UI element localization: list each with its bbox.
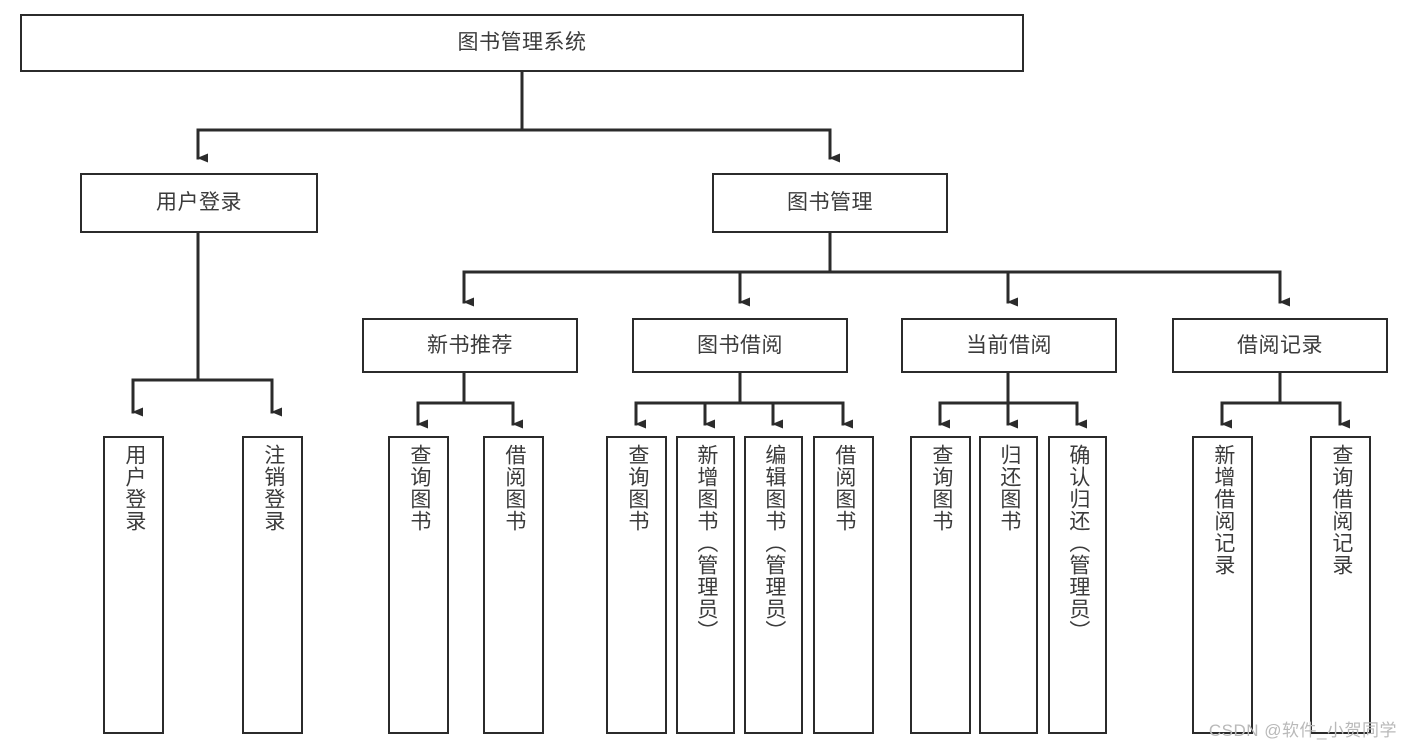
leaf-current-borrow-query-book[interactable]: 查询图书 — [910, 436, 971, 734]
node-label: 用户登录 — [156, 191, 242, 215]
leaf-current-borrow-confirm-return[interactable]: 确认归还（管理员） — [1048, 436, 1107, 734]
leaf-label: 归还图书 — [997, 444, 1021, 532]
leaf-label: 查询图书 — [407, 444, 431, 532]
leaf-label: 编辑图书（管理员） — [762, 444, 786, 642]
node-label: 图书借阅 — [697, 333, 783, 357]
leaf-book-borrow-add-book[interactable]: 新增图书（管理员） — [676, 436, 735, 734]
leaf-label: 查询图书 — [625, 444, 649, 532]
leaf-label: 借阅图书 — [502, 444, 526, 532]
node-user-login[interactable]: 用户登录 — [80, 173, 318, 233]
leaf-book-borrow-query-book[interactable]: 查询图书 — [606, 436, 667, 734]
leaf-new-book-borrow-book[interactable]: 借阅图书 — [483, 436, 544, 734]
node-new-book-recommend[interactable]: 新书推荐 — [362, 318, 578, 373]
node-label: 图书管理系统 — [457, 31, 587, 55]
leaf-book-borrow-borrow-book[interactable]: 借阅图书 — [813, 436, 874, 734]
leaf-label: 确认归还（管理员） — [1066, 444, 1090, 642]
node-current-borrow[interactable]: 当前借阅 — [901, 318, 1117, 373]
node-label: 新书推荐 — [427, 333, 513, 357]
leaf-label: 用户登录 — [122, 444, 146, 532]
leaf-label: 新增图书（管理员） — [694, 444, 718, 642]
node-root-book-management-system[interactable]: 图书管理系统 — [20, 14, 1024, 72]
node-borrow-record[interactable]: 借阅记录 — [1172, 318, 1388, 373]
node-label: 图书管理 — [787, 191, 873, 215]
leaf-label: 查询图书 — [929, 444, 953, 532]
watermark-text: CSDN @软件_小贺同学 — [1208, 721, 1397, 740]
leaf-label: 新增借阅记录 — [1211, 444, 1235, 576]
leaf-borrow-record-add-record[interactable]: 新增借阅记录 — [1192, 436, 1253, 734]
leaf-current-borrow-return-book[interactable]: 归还图书 — [979, 436, 1038, 734]
node-label: 当前借阅 — [966, 333, 1052, 357]
leaf-label: 借阅图书 — [832, 444, 856, 532]
leaf-new-book-query-book[interactable]: 查询图书 — [388, 436, 449, 734]
node-book-borrow[interactable]: 图书借阅 — [632, 318, 848, 373]
node-label: 借阅记录 — [1237, 333, 1323, 357]
node-book-management[interactable]: 图书管理 — [712, 173, 948, 233]
leaf-user-login-logout[interactable]: 注销登录 — [242, 436, 303, 734]
leaf-user-login-login[interactable]: 用户登录 — [103, 436, 164, 734]
leaf-label: 查询借阅记录 — [1329, 444, 1353, 576]
leaf-label: 注销登录 — [261, 444, 285, 532]
leaf-book-borrow-edit-book[interactable]: 编辑图书（管理员） — [744, 436, 803, 734]
leaf-borrow-record-query-record[interactable]: 查询借阅记录 — [1310, 436, 1371, 734]
